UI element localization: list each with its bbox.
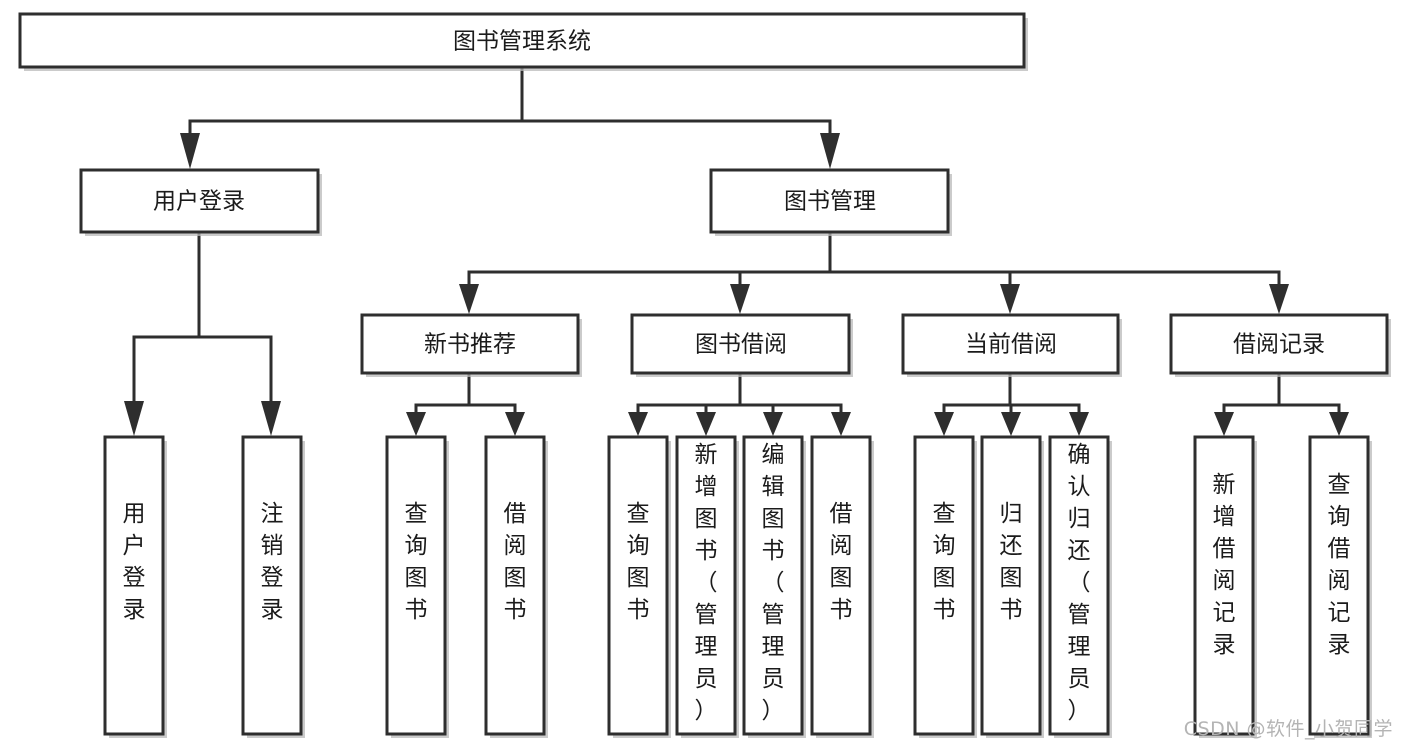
- arrow-bookborrow-leaf1: [628, 412, 648, 436]
- leaf-label: 查询图书: [933, 501, 956, 623]
- book-borrow-label: 图书借阅: [695, 332, 787, 358]
- book-manage-box[interactable]: [709, 168, 950, 234]
- leaf-label: 新增借阅记录: [1213, 472, 1236, 658]
- leaf-book-borrow-1[interactable]: 新增图书（管理员）: [675, 435, 739, 738]
- arrow-currentborrow-leaf3: [1069, 412, 1089, 436]
- user-login-box[interactable]: [79, 168, 320, 234]
- leaf-new-book-0[interactable]: 查询图书: [385, 435, 449, 738]
- root-box[interactable]: [18, 12, 1026, 69]
- node-book-manage[interactable]: 图书管理: [709, 168, 952, 236]
- node-root[interactable]: 图书管理系统: [18, 12, 1028, 71]
- new-book-label: 新书推荐: [424, 332, 516, 358]
- leaf-box[interactable]: [810, 435, 872, 736]
- node-user-login[interactable]: 用户登录: [79, 168, 322, 236]
- leaf-book-borrow-0[interactable]: 查询图书: [607, 435, 671, 738]
- arrow-currentborrow-leaf1: [934, 412, 954, 436]
- arrow-newbook-leaf1: [406, 412, 426, 436]
- arrow-to-borrow-record: [1269, 284, 1289, 314]
- book-borrow-box[interactable]: [630, 313, 851, 375]
- borrow-record-box[interactable]: [1169, 313, 1389, 375]
- leaf-box[interactable]: [675, 435, 737, 736]
- arrow-to-book-manage: [820, 133, 840, 169]
- leaf-borrow-record-0[interactable]: 新增借阅记录: [1193, 435, 1257, 738]
- leaf-label: 用户登录: [123, 501, 146, 623]
- root-label: 图书管理系统: [453, 29, 591, 55]
- leaf-new-book-1[interactable]: 借阅图书: [484, 435, 548, 738]
- leaf-current-borrow-0[interactable]: 查询图书: [913, 435, 977, 738]
- leaf-box[interactable]: [913, 435, 975, 736]
- leaf-borrow-record-1[interactable]: 查询借阅记录: [1308, 435, 1372, 738]
- leaf-box[interactable]: [980, 435, 1042, 736]
- book-manage-label: 图书管理: [784, 189, 876, 215]
- leaf-box[interactable]: [1308, 435, 1370, 736]
- arrow-to-current-borrow: [1000, 284, 1020, 314]
- leaf-box[interactable]: [484, 435, 546, 736]
- leaf-current-borrow-2[interactable]: 确认归还（管理员）: [1048, 435, 1112, 738]
- node-borrow-record[interactable]: 借阅记录: [1169, 313, 1391, 377]
- leaf-current-borrow-1[interactable]: 归还图书: [980, 435, 1044, 738]
- leaf-box[interactable]: [742, 435, 804, 736]
- arrow-bookborrow-leaf2: [696, 412, 716, 436]
- leaf-box[interactable]: [607, 435, 669, 736]
- leaf-user-login-1[interactable]: 注销登录: [241, 435, 305, 738]
- leaf-book-borrow-2[interactable]: 编辑图书（管理员）: [742, 435, 806, 738]
- leaf-label: 查询图书: [405, 501, 428, 623]
- arrow-to-book-borrow: [730, 284, 750, 314]
- arrow-to-new-book: [459, 284, 479, 314]
- arrow-user-leaf1: [124, 401, 144, 436]
- leaf-label: 注销登录: [261, 501, 284, 623]
- current-borrow-box[interactable]: [901, 313, 1120, 375]
- leaf-label: 查询借阅记录: [1328, 472, 1351, 658]
- leaf-label: 查询图书: [627, 501, 650, 623]
- arrow-currentborrow-leaf2: [1001, 412, 1021, 436]
- leaf-label: 编辑图书（管理员）: [762, 442, 785, 724]
- leaf-label: 确认归还（管理员）: [1068, 442, 1091, 724]
- node-new-book-recommend[interactable]: 新书推荐: [360, 313, 582, 377]
- leaf-box[interactable]: [241, 435, 303, 736]
- leaf-box[interactable]: [1048, 435, 1110, 736]
- current-borrow-label: 当前借阅: [965, 332, 1057, 358]
- arrow-bookborrow-leaf4: [831, 412, 851, 436]
- leaf-book-borrow-3[interactable]: 借阅图书: [810, 435, 874, 738]
- arrow-borrowrecord-leaf2: [1329, 412, 1349, 436]
- node-book-borrow[interactable]: 图书借阅: [630, 313, 853, 377]
- user-login-label: 用户登录: [153, 189, 245, 215]
- arrow-to-user-login: [180, 133, 200, 169]
- node-current-borrow[interactable]: 当前借阅: [901, 313, 1122, 377]
- leaf-user-login-0[interactable]: 用户登录: [103, 435, 167, 738]
- leaf-box[interactable]: [385, 435, 447, 736]
- leaf-label: 归还图书: [1000, 501, 1023, 623]
- leaf-box[interactable]: [103, 435, 165, 736]
- leaf-label: 新增图书（管理员）: [695, 442, 718, 724]
- arrow-newbook-leaf2: [505, 412, 525, 436]
- new-book-box[interactable]: [360, 313, 580, 375]
- arrow-user-leaf2: [261, 401, 281, 436]
- leaf-label: 借阅图书: [504, 501, 527, 623]
- leaf-box[interactable]: [1193, 435, 1255, 736]
- leaf-label: 借阅图书: [830, 501, 853, 623]
- borrow-record-label: 借阅记录: [1233, 332, 1325, 358]
- connector-group: [124, 65, 1349, 436]
- arrow-borrowrecord-leaf1: [1214, 412, 1234, 436]
- arrow-bookborrow-leaf3: [763, 412, 783, 436]
